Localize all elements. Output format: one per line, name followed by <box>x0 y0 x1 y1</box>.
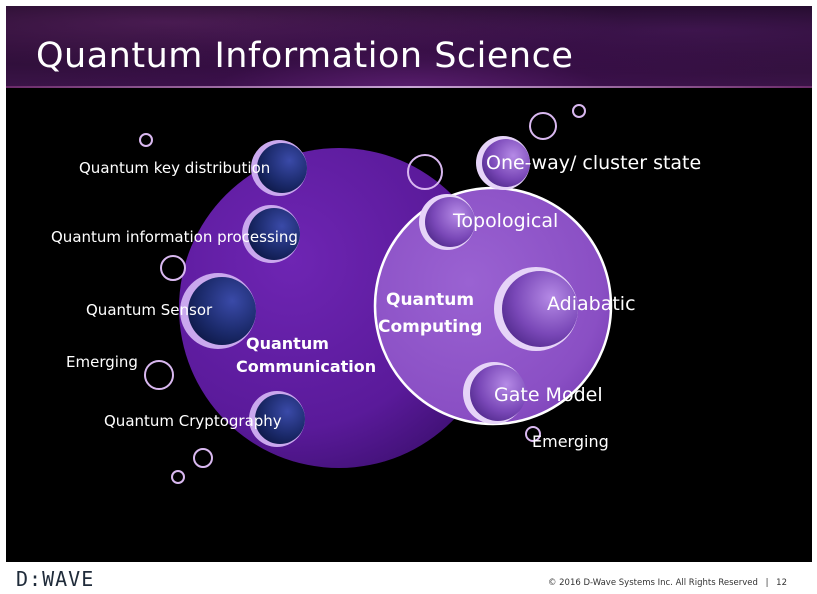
bubble-info-processing <box>242 205 300 263</box>
page-number: 12 <box>776 578 787 588</box>
comp-item-topological: Topological <box>453 210 559 232</box>
comp-item-gate-model: Gate Model <box>494 384 603 406</box>
ring <box>407 154 443 190</box>
bubble-key-distribution <box>251 140 307 196</box>
bubble-topological <box>419 194 475 250</box>
copyright-text: © 2016 D-Wave Systems Inc. All Rights Re… <box>547 578 758 588</box>
comp-item-one-way: One-way/ cluster state <box>486 152 702 174</box>
bubble-gate-model <box>463 362 526 424</box>
ring <box>529 112 557 140</box>
comm-title-line2: Communication <box>236 357 377 376</box>
decorative-rings <box>139 104 586 484</box>
comm-item-sensor: Quantum Sensor <box>86 301 213 319</box>
comp-title-line2: Computing <box>378 317 483 337</box>
comp-item-emerging: Emerging <box>532 432 609 451</box>
footer-separator: | <box>765 578 769 588</box>
comm-item-emerging: Emerging <box>66 353 138 371</box>
ring <box>144 360 174 390</box>
title-banner <box>6 6 812 86</box>
ring <box>193 448 213 468</box>
comp-item-adiabatic: Adiabatic <box>547 293 636 315</box>
ring <box>171 470 185 484</box>
comm-item-cryptography: Quantum Cryptography <box>104 412 282 430</box>
bubble-adiabatic <box>494 267 578 351</box>
slide-title: Quantum Information Science <box>36 36 574 76</box>
dwave-logo: D:WAVE <box>16 567 95 591</box>
comp-title-line1: Quantum <box>386 290 475 310</box>
bubble-sensor <box>180 273 256 349</box>
ring <box>160 255 186 281</box>
ring <box>525 426 541 442</box>
bubble-one-way <box>476 136 530 190</box>
comm-title-line1: Quantum <box>246 334 329 353</box>
venn-diagram <box>139 104 613 484</box>
ring <box>139 133 153 147</box>
ring <box>572 104 586 118</box>
bubble-cryptography <box>249 391 305 447</box>
footer-copyright: © 2016 D-Wave Systems Inc. All Rights Re… <box>548 578 787 588</box>
slide: Quantum Information Science <box>6 6 812 562</box>
comm-item-info-processing: Quantum information processing <box>51 228 298 246</box>
comm-item-key-distribution: Quantum key distribution <box>79 159 271 177</box>
title-divider <box>6 86 812 88</box>
